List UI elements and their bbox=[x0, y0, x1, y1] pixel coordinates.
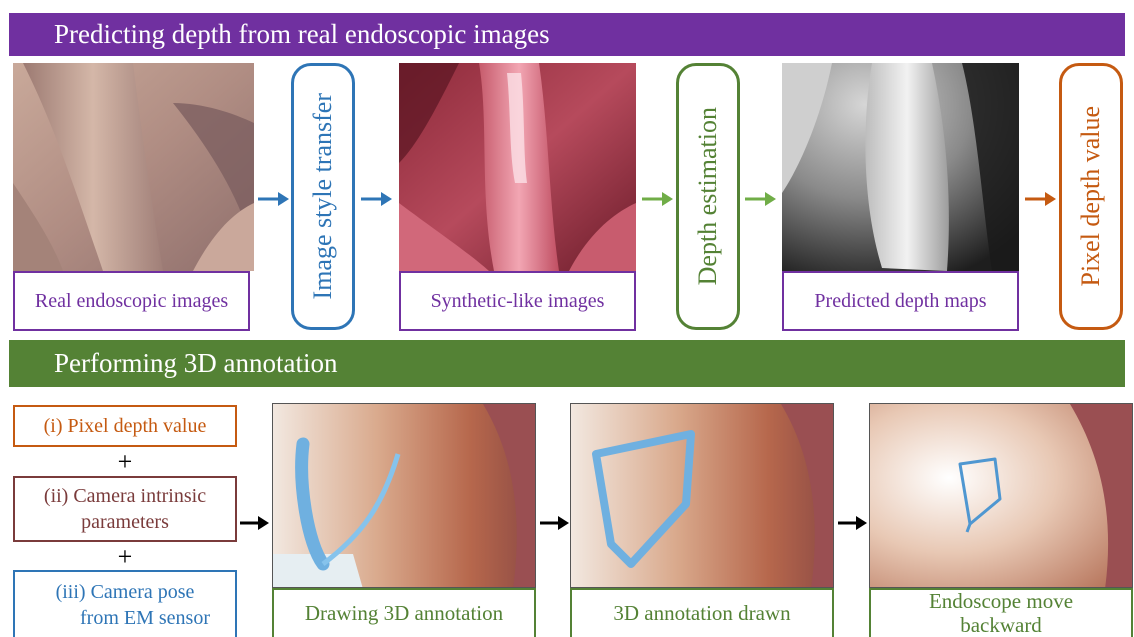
input-camera-pose-text: (iii) Camera pose bbox=[56, 579, 195, 605]
real-endoscopic-image bbox=[13, 63, 254, 271]
synthetic-images-caption: Synthetic-like images bbox=[399, 271, 636, 331]
synthetic-images-caption-text: Synthetic-like images bbox=[431, 290, 605, 313]
arrow-right-icon bbox=[258, 189, 290, 209]
depth-estimation-label: Depth estimation bbox=[693, 107, 723, 285]
section-title-prediction: Predicting depth from real endoscopic im… bbox=[54, 19, 550, 50]
real-images-caption: Real endoscopic images bbox=[13, 271, 250, 331]
real-images-caption-text: Real endoscopic images bbox=[35, 290, 228, 313]
input-pixel-depth-box: (i) Pixel depth value bbox=[13, 405, 237, 447]
input-camera-pose-source-text: from EM sensor bbox=[40, 605, 210, 631]
drawing-annotation-caption-text: Drawing 3D annotation bbox=[305, 601, 503, 625]
section-banner-prediction: Predicting depth from real endoscopic im… bbox=[9, 13, 1125, 56]
plus-sign: + bbox=[113, 544, 137, 570]
input-camera-intrinsic-box: (ii) Camera intrinsic parameters bbox=[13, 476, 237, 542]
depth-estimation-box: Depth estimation bbox=[676, 63, 740, 330]
arrow-right-icon bbox=[540, 513, 570, 533]
input-camera-intrinsic-text: (ii) Camera intrinsic parameters bbox=[15, 483, 235, 535]
arrow-right-icon bbox=[838, 513, 868, 533]
annotation-drawn-caption: 3D annotation drawn bbox=[570, 588, 834, 637]
plus-sign: + bbox=[113, 449, 137, 475]
drawing-annotation-caption: Drawing 3D annotation bbox=[272, 588, 536, 637]
image-style-transfer-box: Image style transfer bbox=[291, 63, 355, 330]
annotation-drawn-caption-text: 3D annotation drawn bbox=[613, 601, 790, 625]
pixel-depth-value-label: Pixel depth value bbox=[1076, 106, 1106, 287]
pixel-depth-value-box: Pixel depth value bbox=[1059, 63, 1123, 330]
depth-maps-caption: Predicted depth maps bbox=[782, 271, 1019, 331]
arrow-right-icon bbox=[745, 189, 777, 209]
input-pixel-depth-text: (i) Pixel depth value bbox=[44, 413, 207, 439]
image-style-transfer-label: Image style transfer bbox=[308, 93, 338, 299]
annotation-drawn-image bbox=[570, 403, 834, 588]
section-title-annotation: Performing 3D annotation bbox=[54, 348, 337, 379]
arrow-right-icon bbox=[1025, 189, 1057, 209]
endoscope-move-caption-text-2: backward bbox=[960, 614, 1042, 637]
section-banner-annotation: Performing 3D annotation bbox=[9, 340, 1125, 387]
depth-maps-caption-text: Predicted depth maps bbox=[814, 290, 986, 313]
endoscope-move-image bbox=[869, 403, 1133, 588]
arrow-right-icon bbox=[361, 189, 393, 209]
synthetic-like-image bbox=[399, 63, 636, 271]
input-camera-pose-box: (iii) Camera pose from EM sensor bbox=[13, 570, 237, 637]
endoscope-move-caption-text: Endoscope move bbox=[929, 590, 1073, 613]
drawing-annotation-image bbox=[272, 403, 536, 588]
arrow-right-icon bbox=[642, 189, 674, 209]
predicted-depth-map-image bbox=[782, 63, 1019, 271]
endoscope-move-caption: Endoscope move backward bbox=[869, 588, 1133, 637]
arrow-right-icon bbox=[240, 513, 270, 533]
